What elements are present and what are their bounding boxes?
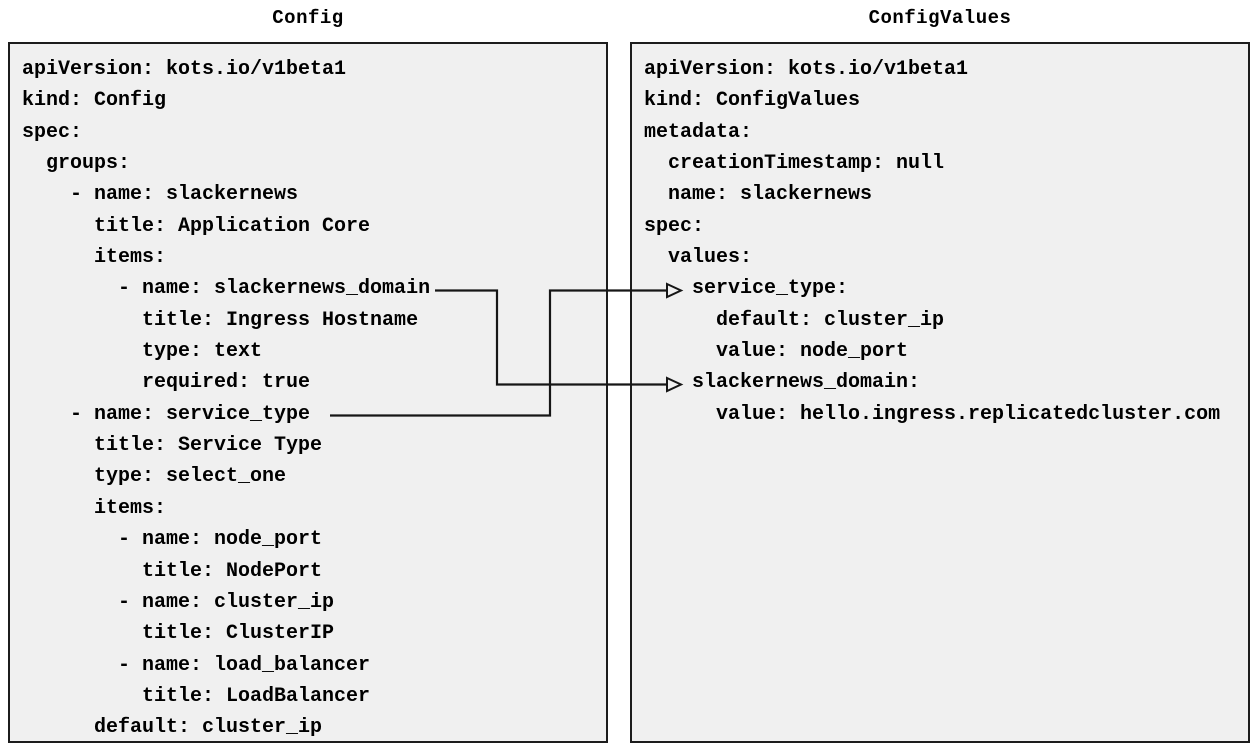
code-line: kind: ConfigValues: [644, 89, 861, 113]
configvalues-yaml-code: apiVersion: kots.io/v1beta1 kind: Config…: [632, 44, 1248, 430]
configvalues-panel: apiVersion: kots.io/v1beta1 kind: Config…: [630, 42, 1250, 743]
code-line: title: LoadBalancer: [22, 684, 371, 708]
code-line: title: Service Type: [22, 434, 323, 458]
config-panel: apiVersion: kots.io/v1beta1 kind: Config…: [8, 42, 608, 743]
code-line-slackernews-domain: - name: slackernews_domain: [22, 277, 431, 301]
code-line: title: Application Core: [22, 214, 371, 238]
code-line-service-type-value: service_type:: [644, 277, 849, 301]
code-line: type: select_one: [22, 465, 287, 489]
code-line: spec:: [644, 214, 705, 238]
code-line-slackernews-domain-value: slackernews_domain:: [644, 371, 921, 395]
code-line: name: slackernews: [644, 183, 873, 207]
code-line: - name: node_port: [22, 528, 323, 552]
code-line: - name: slackernews: [22, 183, 299, 207]
config-yaml-code: apiVersion: kots.io/v1beta1 kind: Config…: [10, 44, 606, 741]
code-line: title: ClusterIP: [22, 622, 335, 646]
code-line: title: Ingress Hostname: [22, 308, 419, 332]
code-line: creationTimestamp: null: [644, 152, 945, 176]
code-line-service-type: - name: service_type: [22, 402, 311, 426]
config-panel-title: Config: [272, 7, 344, 29]
code-line: spec:: [22, 120, 83, 144]
code-line: value: node_port: [644, 340, 909, 364]
code-line: value: hello.ingress.replicatedcluster.c…: [644, 402, 1221, 426]
code-line: items:: [22, 246, 167, 270]
code-line: apiVersion: kots.io/v1beta1: [644, 58, 969, 81]
code-line: apiVersion: kots.io/v1beta1: [22, 58, 347, 81]
code-line: - name: load_balancer: [22, 653, 371, 677]
code-line: required: true: [22, 371, 311, 395]
configvalues-panel-title: ConfigValues: [868, 7, 1012, 29]
code-line: values:: [644, 246, 753, 270]
code-line: title: NodePort: [22, 559, 323, 583]
code-line: groups:: [22, 152, 131, 176]
code-line: items:: [22, 496, 167, 520]
code-line: type: text: [22, 340, 263, 364]
code-line: default: cluster_ip: [22, 716, 323, 740]
code-line: default: cluster_ip: [644, 308, 945, 332]
code-line: kind: Config: [22, 89, 167, 113]
code-line: metadata:: [644, 120, 753, 144]
code-line: - name: cluster_ip: [22, 590, 335, 614]
